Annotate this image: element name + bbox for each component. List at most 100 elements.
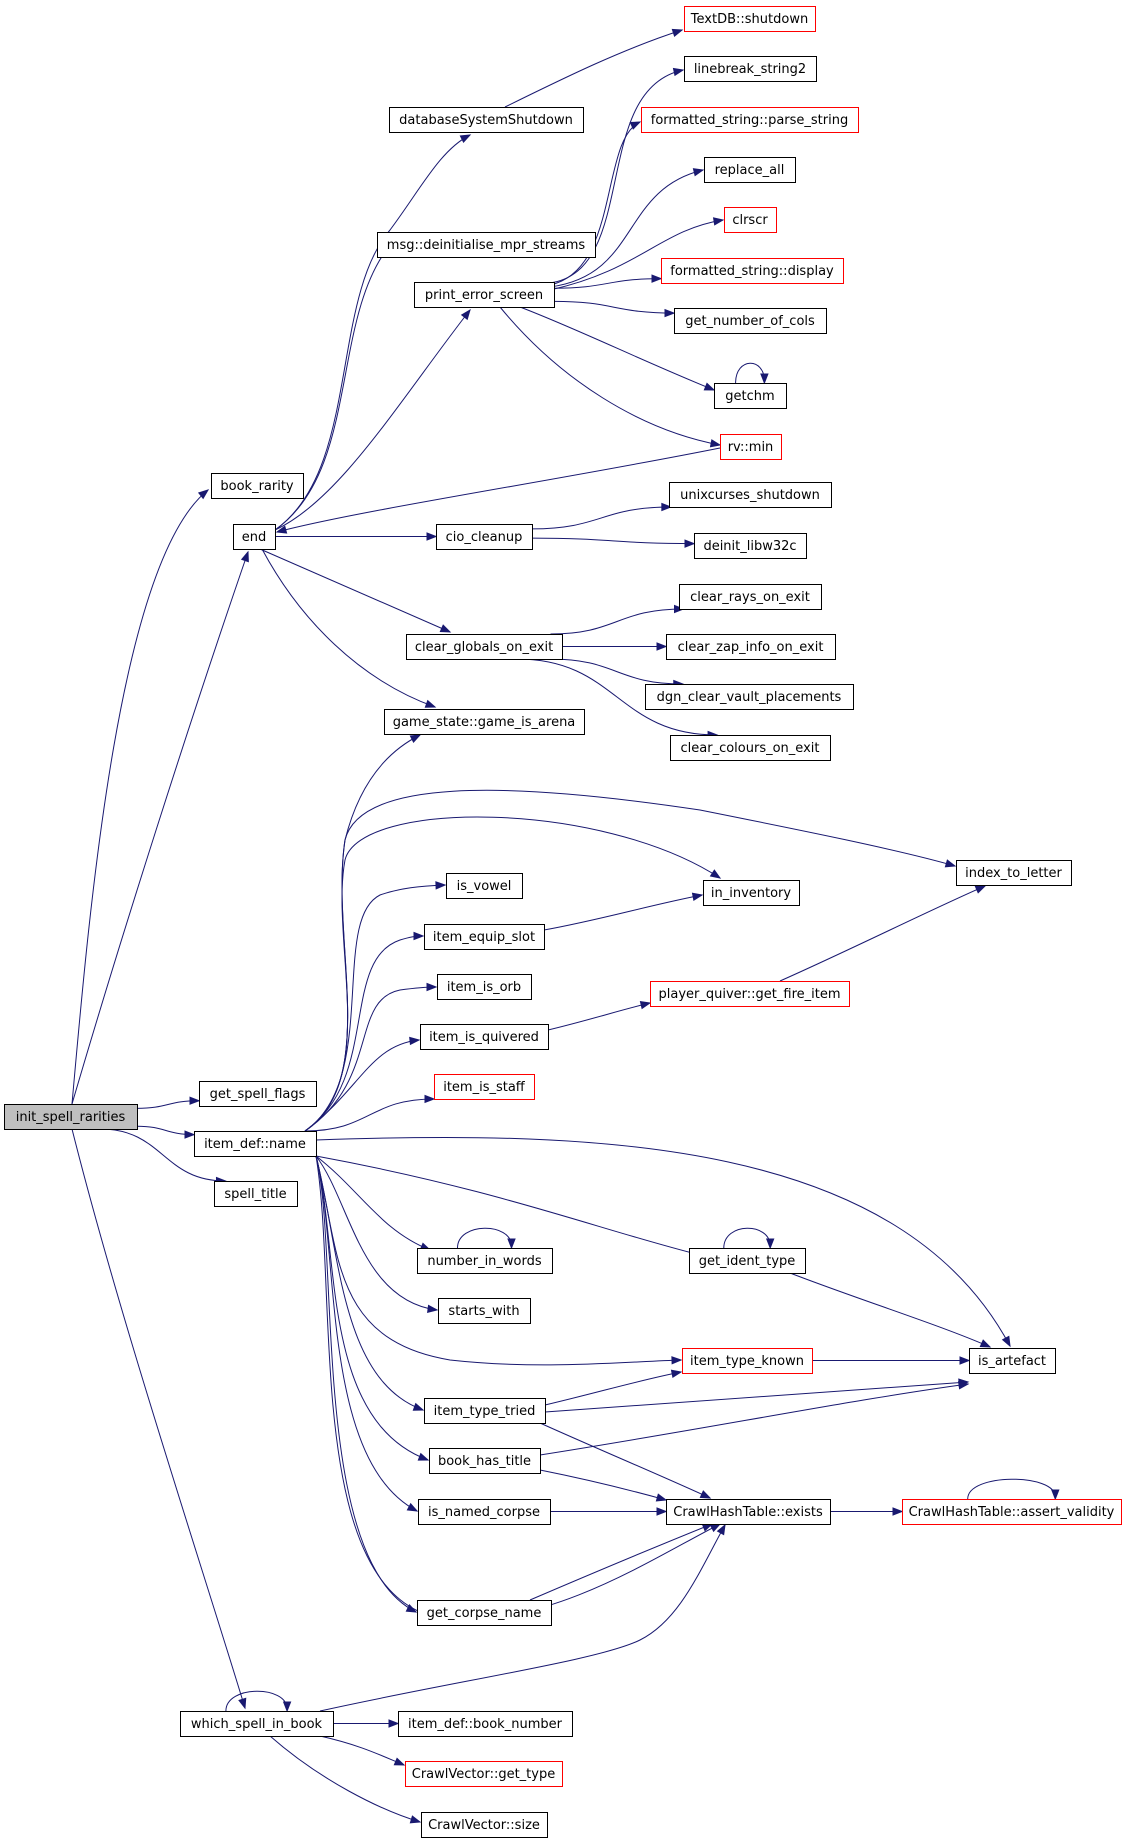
node-is-vowel[interactable]: is_vowel <box>446 873 523 899</box>
node-get-corpse-name[interactable]: get_corpse_name <box>417 1600 552 1626</box>
edge-line <box>259 548 451 633</box>
edge-arrowhead <box>435 881 447 890</box>
node-vec-size[interactable]: CrawlVector::size <box>421 1812 548 1838</box>
node-rv-min[interactable]: rv::min <box>720 434 782 460</box>
node-label: get_ident_type <box>699 1254 796 1269</box>
node-index-to-letter[interactable]: index_to_letter <box>956 860 1072 886</box>
node-item-type-known[interactable]: item_type_known <box>682 1348 813 1374</box>
node-print-error-screen[interactable]: print_error_screen <box>414 282 555 308</box>
node-item-equip-slot[interactable]: item_equip_slot <box>424 924 545 950</box>
node-box <box>689 1248 806 1274</box>
node-number-in-words[interactable]: number_in_words <box>417 1248 553 1274</box>
node-box <box>438 1298 531 1324</box>
node-deinit-libw32c[interactable]: deinit_libw32c <box>694 533 807 559</box>
edge-arrowhead <box>238 1697 247 1710</box>
node-unixcurses-shutdown[interactable]: unixcurses_shutdown <box>669 482 832 508</box>
edge-line <box>735 362 765 384</box>
node-dgn-clear-vault-placements[interactable]: dgn_clear_vault_placements <box>645 684 854 710</box>
node-item-type-tried[interactable]: item_type_tried <box>424 1398 546 1424</box>
node-spell-title[interactable]: spell_title <box>214 1181 298 1207</box>
node-cio-cleanup[interactable]: cio_cleanup <box>436 524 533 550</box>
edge-item_def_name-to-starts_with <box>315 1155 439 1313</box>
node-label: CrawlHashTable::exists <box>673 1505 823 1520</box>
edge-book_has_title-to-hash_exists <box>539 1469 668 1502</box>
edge-arrowhead <box>974 885 987 894</box>
edge-arrowhead <box>275 525 288 534</box>
edge-rv_min-to-end <box>275 447 721 534</box>
node-getchm[interactable]: getchm <box>714 383 787 409</box>
edge-init_spell_rarities-to-get_spell_flags <box>136 1096 201 1109</box>
node-game-is-arena[interactable]: game_state::game_is_arena <box>384 709 585 735</box>
node-item-is-quivered[interactable]: item_is_quivered <box>420 1024 549 1050</box>
node-hash-exists[interactable]: CrawlHashTable::exists <box>666 1499 831 1525</box>
node-book-has-title[interactable]: book_has_title <box>429 1448 541 1474</box>
node-TextDB-shutdown[interactable]: TextDB::shutdown <box>684 6 816 32</box>
edge-item_def_name-to-in_inventory <box>304 816 722 1132</box>
edge-line <box>71 551 249 1105</box>
edge-line <box>274 134 471 531</box>
edge-clear_globals_on_exit-to-clear_zap_info_on_exit <box>562 642 668 651</box>
edge-arrowhead <box>184 1130 196 1139</box>
node-hash-assert-validity[interactable]: CrawlHashTable::assert_validity <box>902 1499 1122 1525</box>
node-box <box>211 473 304 499</box>
node-box <box>714 383 787 409</box>
edge-print_error_screen-to-getchm <box>519 306 716 391</box>
node-get-ident-type[interactable]: get_ident_type <box>689 1248 806 1274</box>
node-is-named-corpse[interactable]: is_named_corpse <box>418 1499 551 1525</box>
node-end[interactable]: end <box>233 524 276 550</box>
node-book-number[interactable]: item_def::book_number <box>398 1711 573 1737</box>
edge-line <box>304 734 421 1132</box>
edge-line <box>269 1735 421 1823</box>
node-item-is-staff[interactable]: item_is_staff <box>434 1074 535 1100</box>
node-clear-rays-on-exit[interactable]: clear_rays_on_exit <box>679 584 822 610</box>
node-label: is_named_corpse <box>428 1505 540 1520</box>
node-get-fire-item[interactable]: player_quiver::get_fire_item <box>650 981 850 1007</box>
edge-arrowhead <box>240 550 249 563</box>
node-label: item_is_quivered <box>429 1030 539 1045</box>
node-label: which_spell_in_book <box>191 1717 323 1732</box>
node-clear-zap-info-on-exit[interactable]: clear_zap_info_on_exit <box>666 634 836 660</box>
edge-init_spell_rarities-to-end <box>71 550 249 1105</box>
edge-line <box>315 1155 721 1621</box>
node-get-number-of-cols[interactable]: get_number_of_cols <box>674 308 827 334</box>
node-msg-deinit[interactable]: msg::deinitialise_mpr_streams <box>377 232 596 258</box>
edge-arrowhead <box>944 859 957 868</box>
edge-arrowhead <box>661 502 673 512</box>
node-box <box>666 634 836 660</box>
node-replace-all[interactable]: replace_all <box>704 157 796 183</box>
node-clrscr[interactable]: clrscr <box>724 207 777 233</box>
node-databaseSystemShutdown[interactable]: databaseSystemShutdown <box>389 107 584 133</box>
node-is-artefact[interactable]: is_artefact <box>969 1348 1056 1374</box>
node-vec-get-type[interactable]: CrawlVector::get_type <box>405 1761 563 1787</box>
node-get-spell-flags[interactable]: get_spell_flags <box>199 1081 317 1107</box>
node-init-spell-rarities[interactable]: init_spell_rarities <box>4 1104 138 1130</box>
edge-line <box>789 1272 991 1348</box>
edge-line <box>315 1136 1011 1347</box>
edge-arrowhead <box>507 1238 516 1250</box>
node-item-is-orb[interactable]: item_is_orb <box>437 974 532 1000</box>
node-fs-parse-string[interactable]: formatted_string::parse_string <box>641 107 859 133</box>
node-book-rarity[interactable]: book_rarity <box>211 473 304 499</box>
edge-line <box>305 1098 435 1132</box>
node-clear-colours-on-exit[interactable]: clear_colours_on_exit <box>670 735 831 761</box>
edge-item_type_tried-to-is_artefact <box>544 1378 970 1413</box>
edge-line <box>539 1469 667 1501</box>
node-label: item_is_staff <box>443 1080 526 1095</box>
edge-which_spell_in_book-to-hash_exists <box>319 1523 726 1712</box>
node-starts-with[interactable]: starts_with <box>438 1298 531 1324</box>
node-linebreak-string2[interactable]: linebreak_string2 <box>684 56 817 82</box>
edge-arrowhead <box>958 1381 970 1390</box>
edge-arrowhead <box>629 121 642 130</box>
edge-arrowhead <box>393 1757 406 1766</box>
node-clear-globals-on-exit[interactable]: clear_globals_on_exit <box>406 634 563 660</box>
node-box <box>684 6 816 32</box>
edge-end-to-databaseSystemShutdown <box>274 134 472 531</box>
node-box <box>446 873 523 899</box>
node-item-def-name[interactable]: item_def::name <box>194 1131 317 1157</box>
node-fs-display[interactable]: formatted_string::display <box>661 258 844 284</box>
edge-item_def_name-to-is_vowel <box>304 881 447 1132</box>
node-box <box>902 1499 1122 1525</box>
node-in-inventory[interactable]: in_inventory <box>703 880 800 906</box>
node-which-spell-in-book[interactable]: which_spell_in_book <box>180 1711 334 1737</box>
edge-line <box>543 894 703 931</box>
